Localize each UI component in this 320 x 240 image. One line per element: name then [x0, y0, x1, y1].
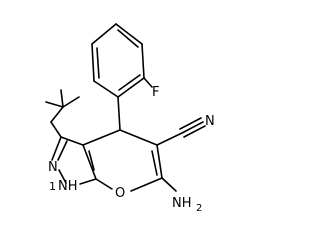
nitrile-nitrogen-label: N [205, 114, 215, 129]
ring-nitrogen-label: N [48, 160, 58, 175]
bond [118, 74, 141, 91]
bond [82, 129, 121, 146]
bond [62, 96, 80, 108]
bond [93, 80, 119, 98]
bond [130, 177, 163, 192]
bond [143, 77, 153, 88]
pyran-ring [82, 129, 163, 192]
bond [117, 96, 121, 131]
bond [79, 178, 97, 185]
bond [117, 77, 145, 98]
bond [151, 150, 158, 176]
tert-butyl-group [45, 89, 80, 138]
bond [96, 47, 100, 79]
bond [88, 150, 95, 171]
bond [95, 178, 113, 190]
bond [60, 136, 84, 146]
bond [50, 121, 62, 138]
bond [58, 169, 67, 184]
molecule-canvas: F N N 1 NH O NH 2 [45, 23, 215, 214]
bond [57, 140, 68, 161]
bond [156, 144, 163, 179]
fluorine-label: F [152, 85, 159, 100]
bond [51, 136, 62, 161]
bond [179, 117, 202, 130]
bond [60, 89, 64, 108]
nh-label: NH [58, 179, 78, 194]
fluorophenyl-ring [91, 23, 153, 131]
bond [115, 23, 143, 45]
oxygen-label: O [115, 186, 125, 201]
bond [183, 125, 206, 138]
bond [119, 129, 158, 146]
bond [141, 43, 145, 79]
bond [50, 106, 64, 123]
bond [82, 144, 97, 180]
nitrile-group [156, 117, 206, 146]
bond [45, 101, 64, 108]
amino-subscript-label: 2 [196, 203, 202, 214]
amino-bond [161, 177, 177, 192]
bond [156, 132, 183, 146]
structure-diagram: F N N 1 NH O NH 2 [45, 23, 215, 214]
bond [181, 121, 204, 134]
amino-label: NH [172, 196, 192, 211]
nh-subscript-label: 1 [49, 180, 56, 193]
bond [91, 43, 95, 82]
bond [91, 23, 117, 45]
bond [117, 29, 139, 48]
pyrazole-ring [51, 136, 97, 185]
